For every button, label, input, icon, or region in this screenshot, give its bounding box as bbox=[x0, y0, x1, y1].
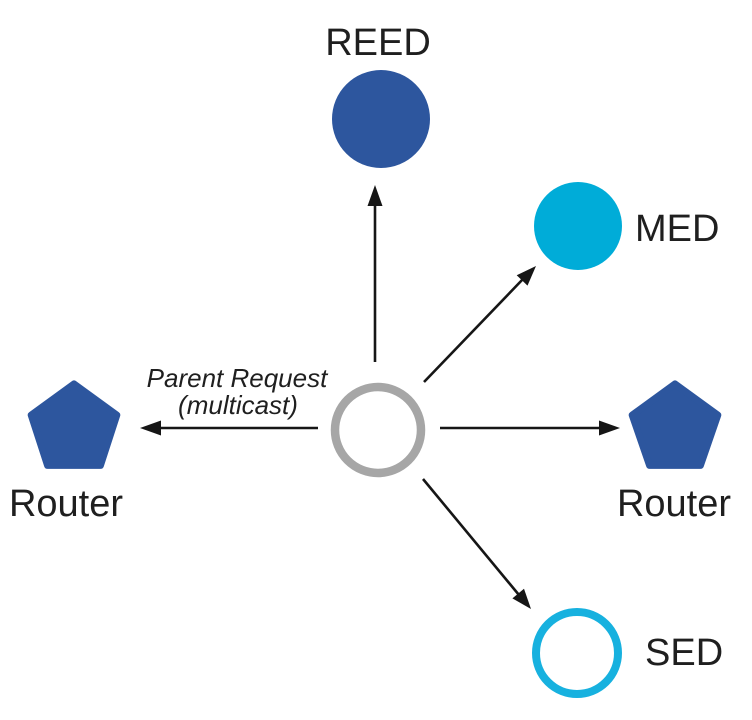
med-node-icon bbox=[534, 182, 622, 270]
arrowhead-to-router-left bbox=[140, 420, 161, 436]
arrow-to-sed bbox=[421, 478, 521, 596]
med-label: MED bbox=[635, 208, 719, 250]
arrowhead-to-router-right bbox=[599, 420, 620, 436]
arrowhead-to-med bbox=[516, 266, 536, 286]
arrow-group bbox=[140, 185, 620, 609]
reed-node-icon bbox=[332, 70, 430, 168]
sed-node-icon bbox=[532, 608, 622, 698]
parent-request-annotation-line1: Parent Request bbox=[147, 363, 329, 393]
center-node-icon bbox=[330, 382, 426, 478]
arrowhead-to-reed bbox=[367, 185, 383, 206]
router-right-node-icon bbox=[628, 380, 722, 469]
parent-request-annotation-line2: (multicast) bbox=[178, 390, 298, 420]
router-right-label: Router bbox=[617, 483, 731, 525]
sed-label: SED bbox=[645, 632, 723, 674]
router-left-label: Router bbox=[9, 483, 123, 525]
arrow-to-med bbox=[423, 278, 524, 383]
reed-label: REED bbox=[325, 22, 431, 64]
arrowhead-to-sed bbox=[512, 588, 531, 609]
router-left-node-icon bbox=[27, 380, 121, 469]
